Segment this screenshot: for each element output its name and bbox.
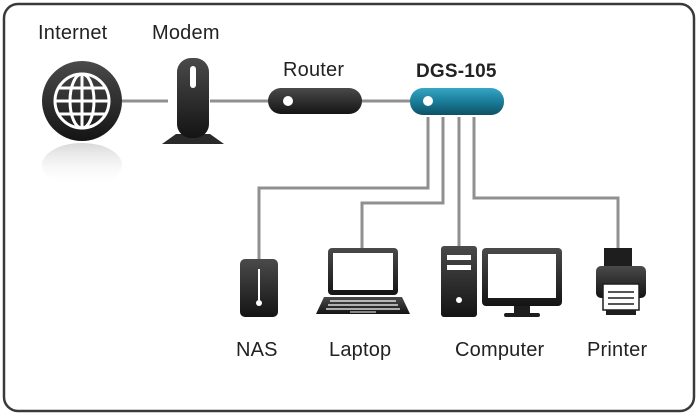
label-switch: DGS-105 <box>416 61 497 82</box>
router-icon <box>268 88 362 114</box>
label-printer: Printer <box>587 339 648 361</box>
label-computer: Computer <box>455 339 545 361</box>
label-internet: Internet <box>38 22 108 44</box>
globe-reflection <box>42 143 122 187</box>
switch-icon <box>410 88 504 115</box>
globe-icon <box>42 61 122 187</box>
monitor-icon <box>482 248 562 317</box>
computer-tower-icon <box>441 246 477 317</box>
label-modem: Modem <box>152 22 220 44</box>
label-nas: NAS <box>236 339 278 361</box>
printer-icon <box>596 248 646 315</box>
cable-switch-laptop <box>360 117 445 250</box>
label-laptop: Laptop <box>329 339 392 361</box>
modem-icon <box>162 58 224 144</box>
cables <box>120 99 620 262</box>
cable-switch-nas <box>257 117 430 262</box>
laptop-icon <box>316 248 410 314</box>
label-router: Router <box>283 59 345 81</box>
cable-switch-printer <box>472 117 620 250</box>
nas-icon <box>240 259 278 317</box>
